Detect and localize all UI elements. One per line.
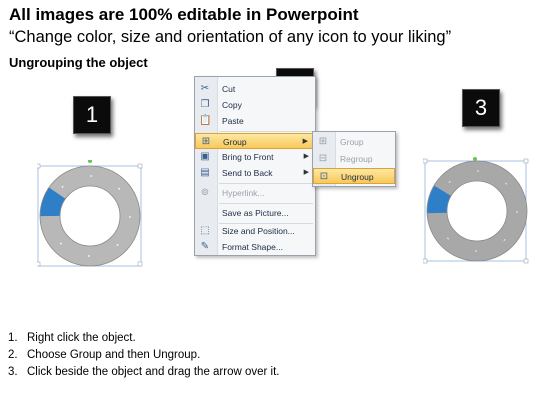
rotate-handle[interactable] xyxy=(88,160,92,163)
menu-item-group[interactable]: ⊞ Group ▶ xyxy=(195,133,315,149)
menu-item-bring-to-front[interactable]: ▣ Bring to Front ▶ xyxy=(195,149,315,165)
menu-separator xyxy=(219,183,313,184)
selection-handles[interactable] xyxy=(423,158,529,264)
step-badge-3: 3 xyxy=(462,89,500,127)
submenu-item-label: Group xyxy=(340,137,364,147)
menu-item-label: Size and Position... xyxy=(222,226,295,236)
instruction-step: 2. Choose Group and then Ungroup. xyxy=(8,347,280,364)
ungroup-icon: ⊡ xyxy=(319,171,329,182)
section-heading: Ungrouping the object xyxy=(9,55,148,70)
menu-item-label: Cut xyxy=(222,84,236,94)
menu-item-send-to-back[interactable]: ▤ Send to Back ▶ xyxy=(195,165,315,181)
scissors-icon: ✂ xyxy=(200,83,210,94)
menu-item-label: Group xyxy=(223,137,247,147)
menu-separator xyxy=(219,203,313,204)
menu-item-paste[interactable]: 📋 Paste xyxy=(195,113,315,129)
bring-front-icon: ▣ xyxy=(200,151,210,162)
size-position-icon: ⬚ xyxy=(200,225,210,236)
menu-item-label: Hyperlink... xyxy=(222,188,265,198)
format-shape-icon: ✎ xyxy=(200,241,210,252)
ring-segments xyxy=(426,160,528,262)
step-text: Choose Group and then Ungroup. xyxy=(27,349,201,361)
highlighted-arrow-segment xyxy=(40,187,66,217)
menu-separator xyxy=(219,223,313,224)
menu-item-label: Copy xyxy=(222,100,242,110)
rotate-handle[interactable] xyxy=(473,157,477,161)
menu-item-label: Bring to Front xyxy=(222,152,274,162)
selection-handles[interactable] xyxy=(37,163,143,267)
step-number: 3. xyxy=(8,366,18,378)
page-subtitle: “Change color, size and orientation of a… xyxy=(9,28,452,46)
regroup-icon: ⊟ xyxy=(318,153,328,164)
submenu-arrow-icon: ▶ xyxy=(303,153,309,160)
menu-item-label: Format Shape... xyxy=(222,242,283,252)
circular-arrows-object-grouped[interactable] xyxy=(37,160,145,268)
menu-item-format-shape[interactable]: ✎ Format Shape... xyxy=(195,239,315,255)
group-submenu[interactable]: ⊞ Group ⊟ Regroup ⊡ Ungroup xyxy=(312,131,396,187)
copy-icon: ❐ xyxy=(200,99,210,110)
submenu-arrow-icon: ▶ xyxy=(302,138,308,145)
instruction-list: 1. Right click the object. 2. Choose Group… xyxy=(8,330,280,381)
submenu-item-regroup: ⊟ Regroup xyxy=(313,151,395,167)
menu-item-cut[interactable]: ✂ Cut xyxy=(195,81,315,97)
circular-arrows-object-ungrouped[interactable] xyxy=(423,155,533,267)
submenu-item-group: ⊞ Group xyxy=(313,134,395,150)
menu-item-label: Save as Picture... xyxy=(222,208,289,218)
context-menu[interactable]: ✂ Cut ❐ Copy 📋 Paste ⊞ Group ▶ ▣ Bring t… xyxy=(194,76,316,256)
menu-item-copy[interactable]: ❐ Copy xyxy=(195,97,315,113)
step-number: 2. xyxy=(8,349,18,361)
menu-item-hyperlink: ⊚ Hyperlink... xyxy=(195,185,315,201)
menu-icon-strip xyxy=(195,77,218,255)
step-badge-1: 1 xyxy=(73,96,111,134)
menu-item-size-and-position[interactable]: ⬚ Size and Position... xyxy=(195,223,315,239)
instruction-step: 1. Right click the object. xyxy=(8,330,280,347)
submenu-item-ungroup[interactable]: ⊡ Ungroup xyxy=(313,168,395,184)
step-text: Right click the object. xyxy=(27,332,136,344)
menu-item-label: Paste xyxy=(222,116,244,126)
step-number: 1. xyxy=(8,332,18,344)
ring-segments xyxy=(39,165,141,267)
submenu-item-label: Ungroup xyxy=(341,172,374,182)
step-text: Click beside the object and drag the arr… xyxy=(27,366,280,378)
submenu-arrow-icon: ▶ xyxy=(303,169,309,176)
group-icon: ⊞ xyxy=(318,136,328,147)
page-title: All images are 100% editable in Powerpoi… xyxy=(9,5,359,24)
send-back-icon: ▤ xyxy=(200,167,210,178)
highlighted-arrow-segment xyxy=(427,185,452,214)
menu-separator xyxy=(219,131,313,132)
menu-item-label: Send to Back xyxy=(222,168,273,178)
menu-item-save-as-picture[interactable]: Save as Picture... xyxy=(195,205,315,221)
group-icon: ⊞ xyxy=(201,136,211,147)
instruction-step: 3. Click beside the object and drag the a… xyxy=(8,364,280,381)
submenu-item-label: Regroup xyxy=(340,154,373,164)
hyperlink-icon: ⊚ xyxy=(200,187,210,198)
paste-icon: 📋 xyxy=(199,115,212,126)
